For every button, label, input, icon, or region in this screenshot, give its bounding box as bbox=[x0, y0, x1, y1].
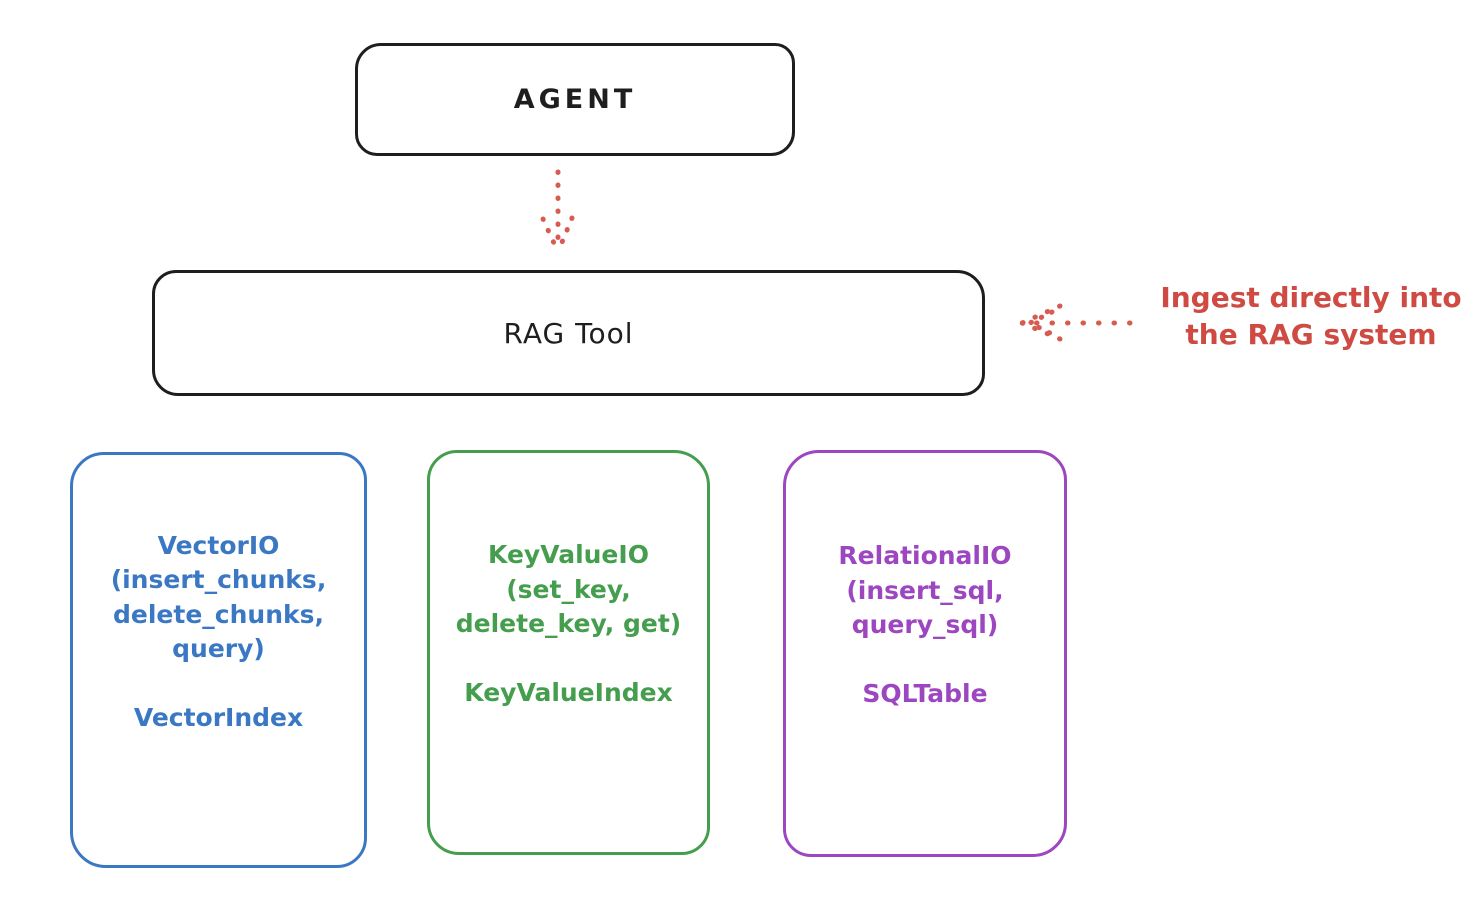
rag-tool-label: RAG Tool bbox=[503, 316, 634, 350]
vector-io-methods: VectorIO (insert_chunks, delete_chunks, … bbox=[110, 530, 327, 664]
key-value-io-methods: KeyValueIO (set_key, delete_key, get) bbox=[455, 540, 682, 639]
agent-node: AGENT bbox=[355, 43, 795, 156]
agent-to-rag-arrow bbox=[540, 169, 575, 255]
rag-tool-node: RAG Tool bbox=[152, 270, 985, 396]
annotation-to-rag-arrow bbox=[1019, 303, 1133, 342]
agent-label: AGENT bbox=[513, 84, 637, 115]
relational-io-methods: RelationalIO (insert_sql, query_sql) bbox=[838, 541, 1012, 640]
key-value-index-label: KeyValueIndex bbox=[464, 677, 673, 707]
vector-index-label: VectorIndex bbox=[133, 702, 304, 732]
sql-table-label: SQLTable bbox=[862, 678, 988, 708]
relational-io-node: RelationalIO (insert_sql, query_sql) SQL… bbox=[783, 450, 1067, 857]
key-value-io-node: KeyValueIO (set_key, delete_key, get) Ke… bbox=[427, 450, 710, 855]
vector-io-node: VectorIO (insert_chunks, delete_chunks, … bbox=[70, 452, 367, 868]
ingest-annotation: Ingest directly into the RAG system bbox=[1160, 281, 1462, 351]
